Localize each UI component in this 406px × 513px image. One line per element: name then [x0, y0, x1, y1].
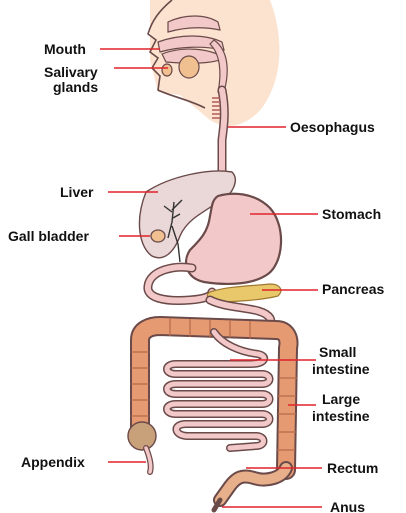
small-intestine [167, 332, 270, 448]
head [148, 0, 279, 126]
rectum [220, 468, 286, 500]
label-anus: Anus [330, 499, 365, 513]
label-gall-bladder: Gall bladder [8, 228, 89, 244]
label-rectum: Rectum [327, 460, 378, 476]
label-large-intestine-line2: intestine [312, 408, 370, 424]
label-small-intestine-line2: intestine [312, 361, 370, 377]
head-skin-shadow [150, 0, 279, 126]
label-mouth: Mouth [44, 41, 86, 57]
salivary-gland-small [162, 64, 172, 76]
label-salivary-line2: glands [53, 79, 98, 95]
label-large-intestine-line1: Large [322, 391, 360, 407]
label-appendix: Appendix [21, 454, 85, 470]
label-oesophagus: Oesophagus [290, 119, 375, 135]
label-stomach: Stomach [322, 206, 381, 222]
gall-bladder [151, 230, 165, 242]
salivary-gland-large [179, 56, 199, 78]
label-pancreas: Pancreas [322, 281, 384, 297]
label-salivary-line1: Salivary [44, 64, 98, 80]
label-liver: Liver [60, 184, 94, 200]
caecum [128, 422, 156, 450]
label-small-intestine-line1: Small [319, 344, 356, 360]
